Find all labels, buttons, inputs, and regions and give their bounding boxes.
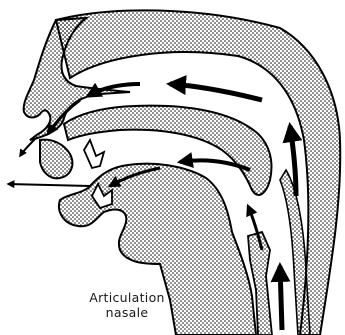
caption-line-2: nasale bbox=[52, 305, 202, 320]
caption-line-1: Articulation bbox=[52, 290, 202, 305]
arrow-icon bbox=[8, 184, 90, 186]
arrow-icon bbox=[20, 138, 36, 156]
arrow-icon bbox=[170, 84, 262, 100]
arrow-icon bbox=[280, 266, 282, 330]
upper-teeth bbox=[84, 140, 104, 168]
diagram-caption: Articulation nasale bbox=[52, 290, 202, 320]
upper-lip bbox=[40, 140, 72, 179]
